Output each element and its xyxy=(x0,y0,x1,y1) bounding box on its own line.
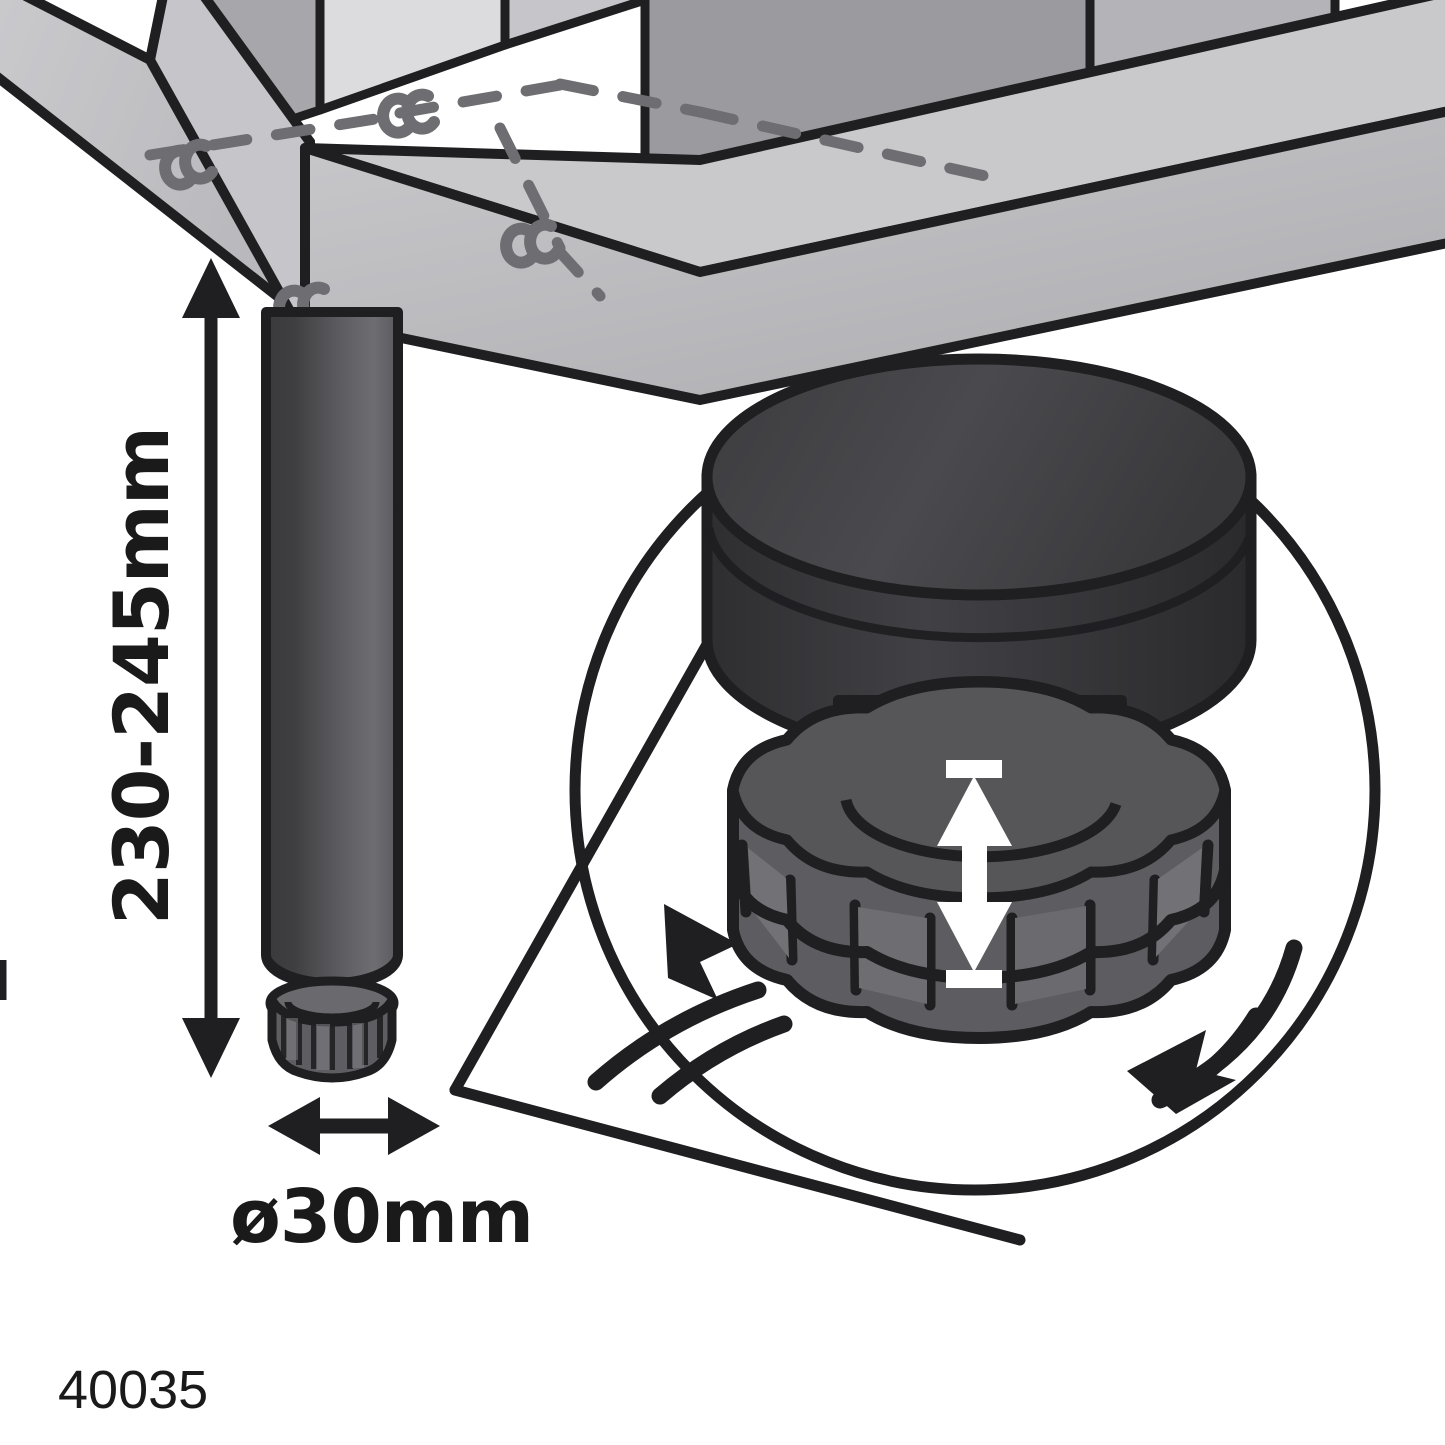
leg-cap-lip xyxy=(704,527,1254,643)
cabinet-corner-assembly xyxy=(0,0,1445,405)
foot-inner-ring xyxy=(284,1001,380,1021)
dowel-markers xyxy=(159,88,563,331)
adjustment-travel-arrow xyxy=(937,760,1012,988)
hidden-construction-lines xyxy=(144,78,991,302)
rotation-arrow-right-head xyxy=(1127,1030,1236,1114)
leg-shaft xyxy=(261,307,403,990)
rotation-arrow-left-tail xyxy=(587,981,767,1091)
travel-tick-top xyxy=(946,760,1002,778)
furniture-leg xyxy=(261,307,403,990)
inner-panel-right xyxy=(500,0,650,50)
rotation-arrow-left-tail2 xyxy=(651,1015,793,1105)
rotation-arrow-left-head xyxy=(664,904,738,1000)
travel-tick-bottom xyxy=(946,970,1002,988)
foot-knurl-facets xyxy=(281,1016,383,1070)
diameter-arrow-head-right xyxy=(388,1097,440,1155)
diameter-dimension-label: ø30mm xyxy=(230,1174,533,1260)
rotation-arrows xyxy=(587,904,1303,1114)
height-dimension-label: 230-245mm xyxy=(97,427,186,925)
foot-knurl-highlights xyxy=(286,1018,364,1070)
part-number-label: 40035 xyxy=(58,1360,208,1420)
magnified-foot-detail xyxy=(587,353,1303,1114)
collar-knurl-facets xyxy=(748,848,1202,1004)
diameter-dimension xyxy=(268,1097,440,1155)
height-arrow-head-bottom xyxy=(182,1018,240,1078)
diameter-arrow-head-left xyxy=(268,1097,320,1155)
levelling-foot-small xyxy=(265,976,399,1083)
height-dimension xyxy=(182,258,240,1078)
travel-arrow-head-up xyxy=(937,776,1012,846)
height-arrow-head-top xyxy=(182,258,240,318)
travel-arrow-head-down xyxy=(937,902,1012,972)
leg-cap-top xyxy=(701,353,1257,601)
